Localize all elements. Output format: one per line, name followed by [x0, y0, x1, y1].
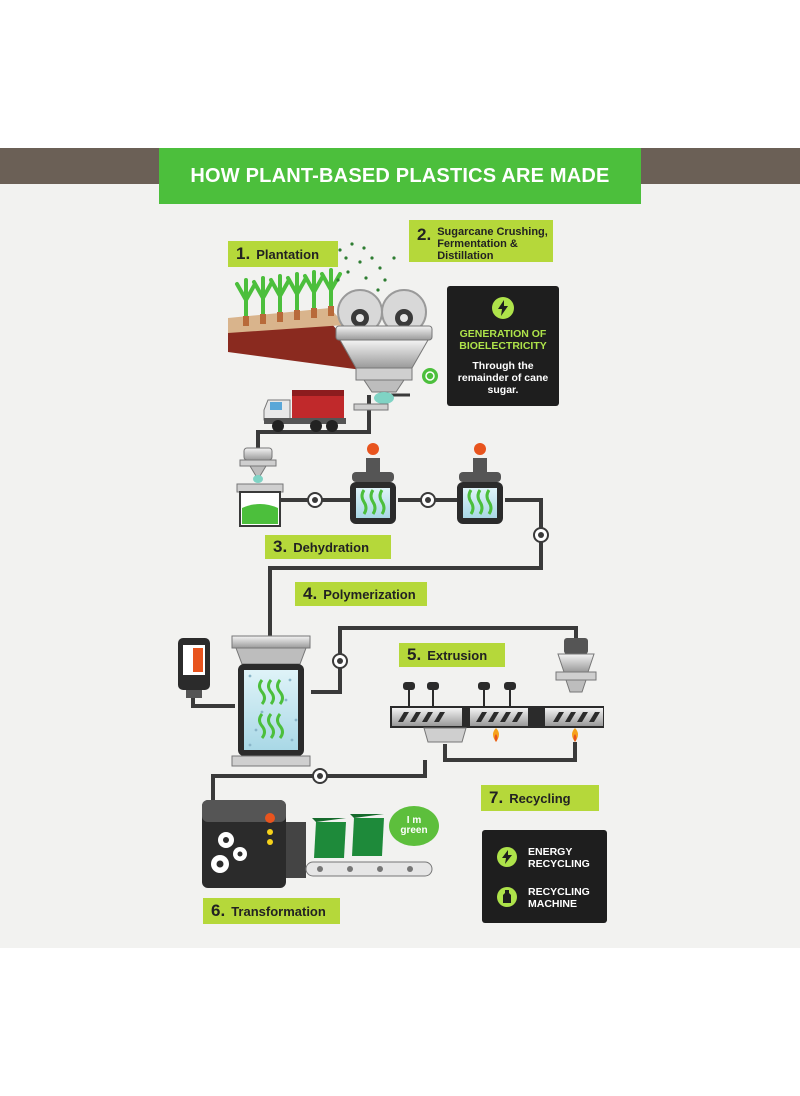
step-3-label: 3. Dehydration — [265, 535, 391, 559]
step-5-label: 5. Extrusion — [399, 643, 505, 667]
molding-machine — [202, 800, 306, 888]
title-banner: HOW PLANT-BASED PLASTICS ARE MADE — [159, 148, 641, 204]
extrusion-hopper — [555, 638, 597, 693]
step-7-label: 7. Recycling — [481, 785, 599, 811]
step-name: Transformation — [231, 903, 326, 919]
page-title: HOW PLANT-BASED PLASTICS ARE MADE — [190, 164, 610, 187]
bioelectricity-box: GENERATION OF BIOELECTRICITY Through the… — [447, 286, 559, 406]
level-gauge — [178, 638, 210, 698]
polymerization-reactor — [231, 635, 311, 767]
energy-recycling-label: ENERGY RECYCLING — [528, 846, 590, 870]
lightning-icon — [492, 297, 514, 319]
step-number: 5. — [407, 645, 422, 664]
step-name: Sugarcane Crushing, Fermentation & Disti… — [437, 226, 548, 262]
lightning-icon — [497, 847, 517, 867]
step-name: Recycling — [509, 790, 571, 806]
reactor-tank-2 — [457, 443, 503, 524]
recycling-box: ENERGY RECYCLING RECYCLING MACHINE — [482, 830, 607, 923]
conveyor-belt — [305, 861, 433, 877]
crusher-machine — [335, 289, 433, 411]
step-name: Dehydration — [293, 539, 370, 555]
step-6-label: 6. Transformation — [203, 898, 340, 924]
step-number: 3. — [273, 537, 288, 556]
step-1-label: 1. Plantation — [228, 241, 338, 267]
step-name: Plantation — [256, 246, 320, 262]
step-number: 2. — [417, 225, 432, 244]
step-name: Polymerization — [323, 586, 416, 602]
collector-valve — [239, 447, 277, 483]
i-m-green-bubble: I m green — [389, 806, 439, 846]
step-number: 7. — [489, 788, 504, 807]
truck-icon — [263, 390, 346, 432]
bubble-text: I m green — [400, 815, 428, 836]
step-4-label: 4. Polymerization — [295, 582, 427, 606]
step-number: 1. — [236, 244, 251, 263]
bioelectricity-title: GENERATION OF BIOELECTRICITY — [459, 328, 547, 352]
reactor-tank-1 — [350, 443, 396, 524]
pipe-joints — [307, 368, 549, 784]
recycling-machine-label: RECYCLING MACHINE — [528, 886, 590, 910]
step-number: 6. — [211, 901, 226, 920]
step-name: Extrusion — [427, 647, 488, 663]
green-bag-icon — [312, 814, 384, 858]
flame-icon — [493, 728, 578, 742]
bioelectricity-description: Through the remainder of cane sugar. — [457, 360, 549, 396]
bottle-icon — [497, 887, 517, 907]
gear-icon — [211, 832, 247, 873]
step-number: 4. — [303, 584, 318, 603]
plantation-field — [228, 268, 362, 370]
extruder-units — [390, 682, 604, 743]
collector-tank — [236, 483, 284, 527]
step-2-label: 2. Sugarcane Crushing, Fermentation & Di… — [409, 220, 553, 262]
